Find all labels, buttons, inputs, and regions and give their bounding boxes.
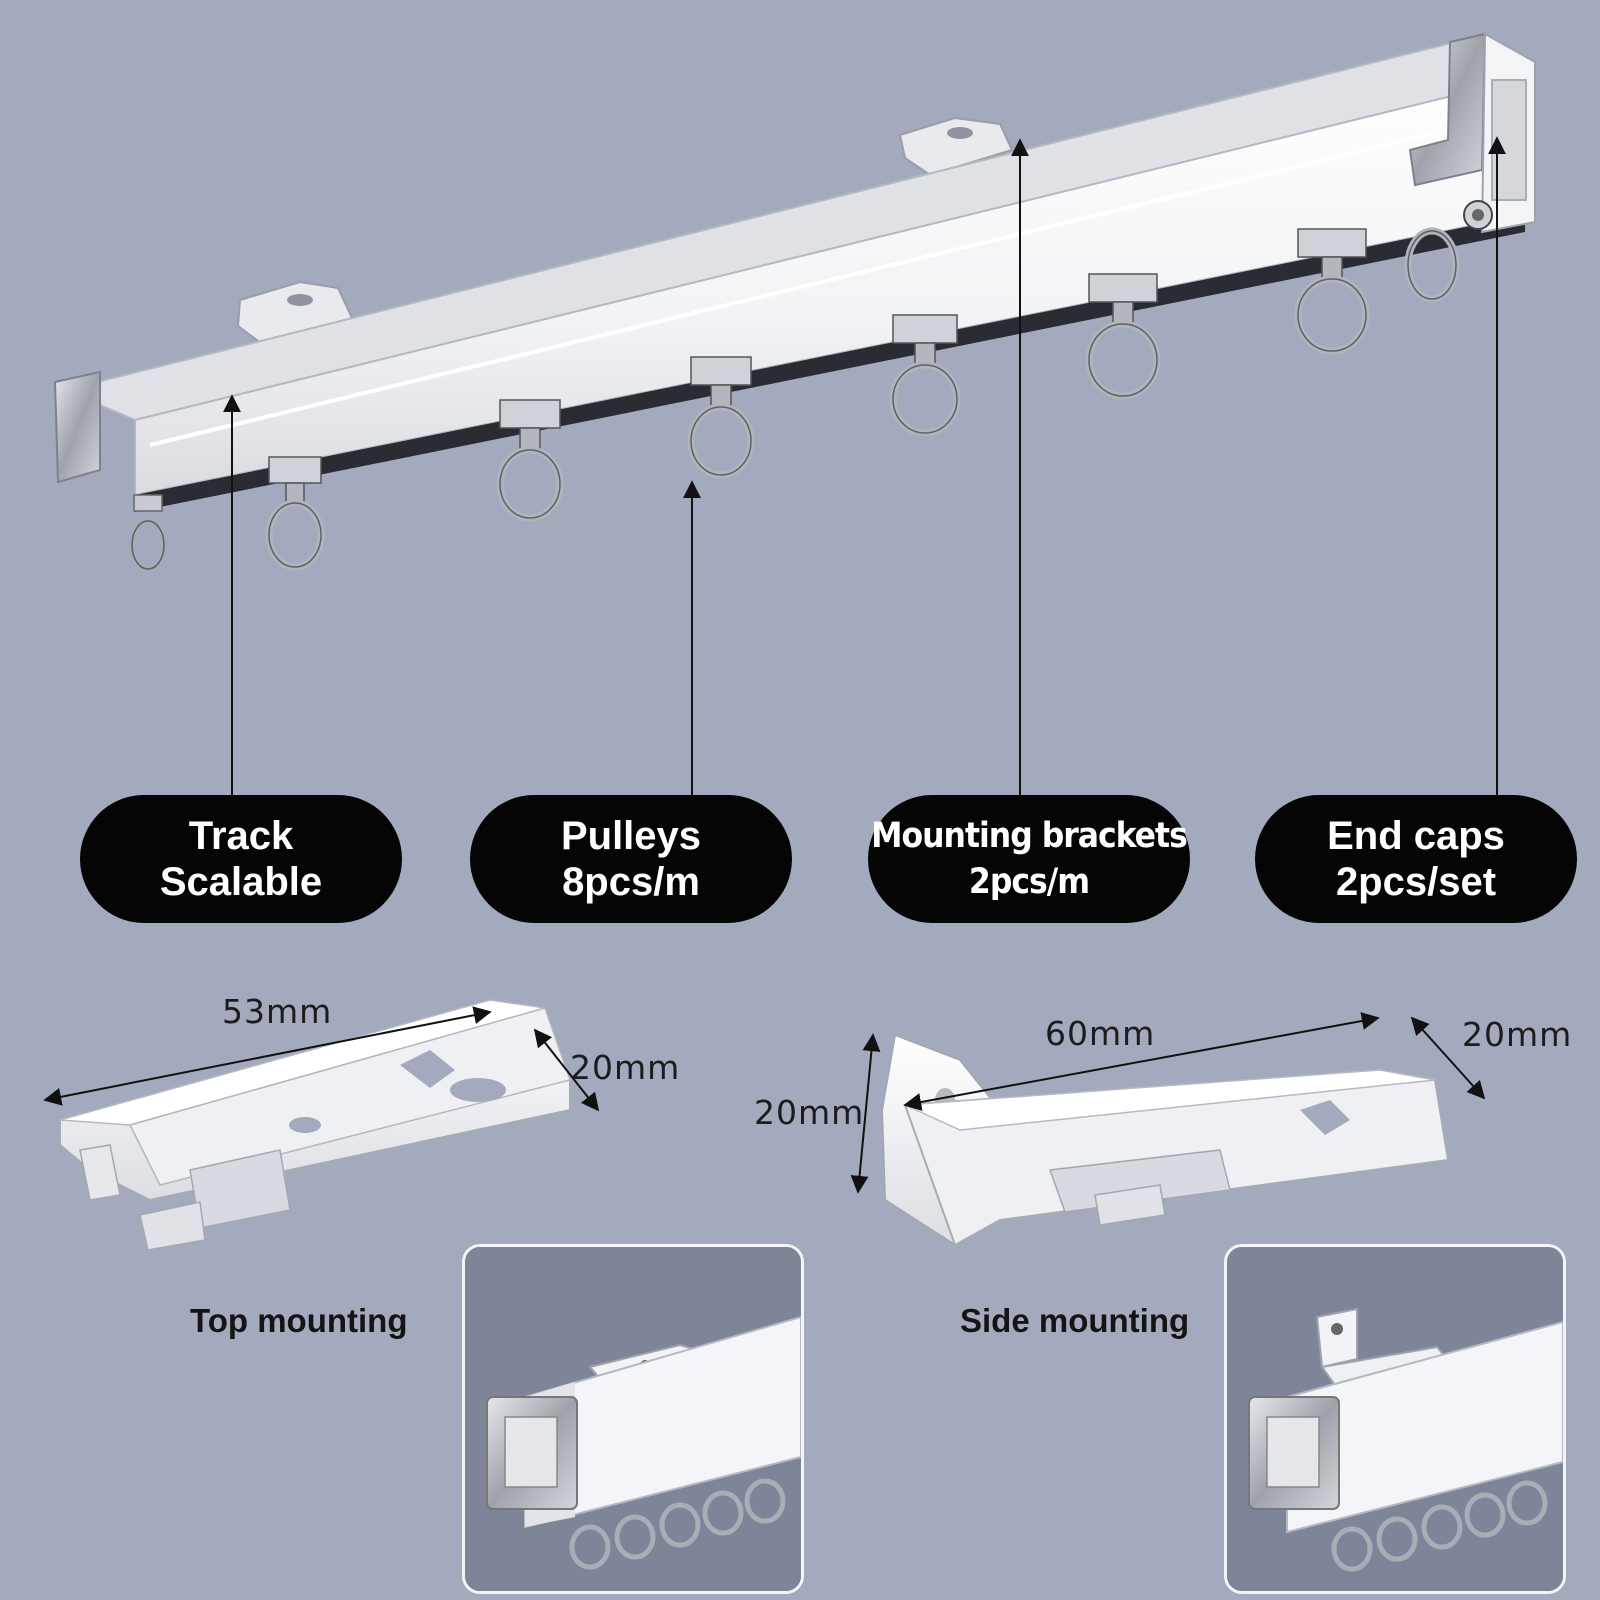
callout-endcaps-title: End caps (1327, 814, 1505, 858)
side-bracket-height: 20mm (754, 1093, 865, 1132)
pulley-set (129, 200, 1493, 572)
callout-arrows (223, 136, 1506, 795)
top-bracket-width: 20mm (570, 1048, 681, 1087)
side-mount-bracket (850, 1012, 1486, 1247)
callout-brackets-title: Mounting brackets (871, 816, 1188, 856)
callout-end-caps: End caps 2pcs/set (1255, 795, 1577, 923)
top-mounting-photo (462, 1244, 804, 1594)
curtain-track (53, 32, 1536, 512)
callout-track-title: Track (188, 814, 294, 858)
top-mounting-label: Top mounting (190, 1302, 408, 1339)
side-mounting-photo (1224, 1244, 1566, 1594)
callout-pulleys-detail: 8pcs/m (562, 860, 700, 904)
callout-pulleys: Pulleys 8pcs/m (470, 795, 792, 923)
side-bracket-width: 20mm (1462, 1015, 1573, 1054)
callout-track-detail: Scalable (159, 860, 323, 904)
side-mounting-label: Side mounting (960, 1302, 1190, 1339)
side-bracket-length: 60mm (1045, 1014, 1156, 1053)
top-mount-bracket (43, 998, 600, 1251)
callout-endcaps-detail: 2pcs/set (1335, 860, 1497, 904)
top-bracket-length: 53mm (222, 992, 333, 1031)
callout-pulleys-title: Pulleys (560, 814, 702, 858)
callout-brackets-detail: 2pcs/m (968, 862, 1090, 902)
callout-mounting-brackets: Mounting brackets 2pcs/m (868, 795, 1190, 923)
callout-track: Track Scalable (80, 795, 402, 923)
